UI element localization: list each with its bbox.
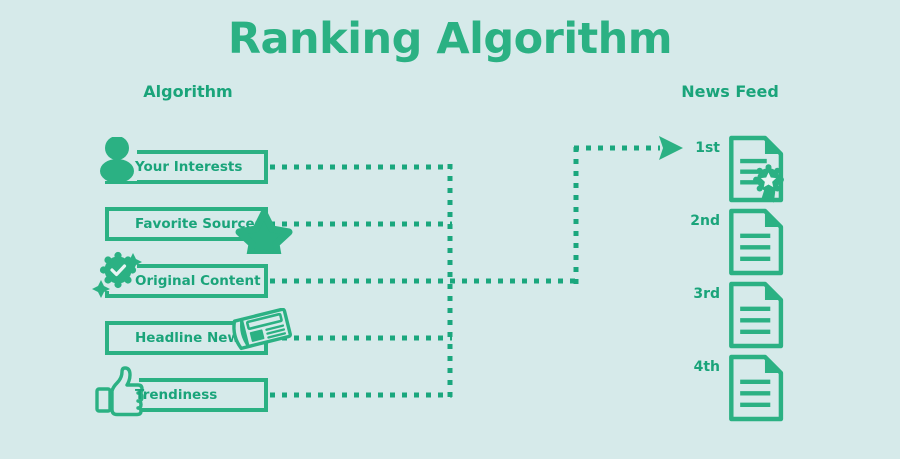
- factor-label: Headline News: [135, 330, 248, 346]
- rank-label: 2nd: [690, 213, 720, 229]
- rank-label: 4th: [693, 359, 720, 375]
- news-feed-item-2[interactable]: 2nd: [688, 208, 818, 283]
- rank-label: 1st: [695, 140, 720, 156]
- factor-row-trendiness[interactable]: Trendiness: [0, 365, 420, 425]
- factor-label: Trendiness: [135, 387, 218, 403]
- news-feed-item-1[interactable]: 1st: [688, 135, 818, 210]
- document-icon: [726, 280, 788, 354]
- column-heading-algorithm: Algorithm: [143, 82, 233, 101]
- factor-row-original-content[interactable]: Original Content: [0, 251, 420, 311]
- factor-label: Your Interests: [135, 159, 243, 175]
- arrow-right-icon: [659, 136, 683, 160]
- factor-row-favorite-sources[interactable]: Favorite Sources: [0, 194, 420, 254]
- document-award-icon: [726, 134, 788, 208]
- page-title: Ranking Algorithm: [227, 14, 673, 64]
- document-icon: [726, 353, 788, 427]
- factor-label: Original Content: [135, 273, 261, 289]
- factor-row-your-interests[interactable]: Your Interests: [0, 137, 420, 197]
- column-heading-news-feed: News Feed: [681, 82, 779, 101]
- rank-label: 3rd: [693, 286, 720, 302]
- factor-row-headline-news[interactable]: Headline News: [0, 308, 420, 368]
- factor-label: Favorite Sources: [135, 216, 263, 232]
- news-feed-item-4[interactable]: 4th: [688, 354, 818, 429]
- news-feed-item-3[interactable]: 3rd: [688, 281, 818, 356]
- document-icon: [726, 207, 788, 281]
